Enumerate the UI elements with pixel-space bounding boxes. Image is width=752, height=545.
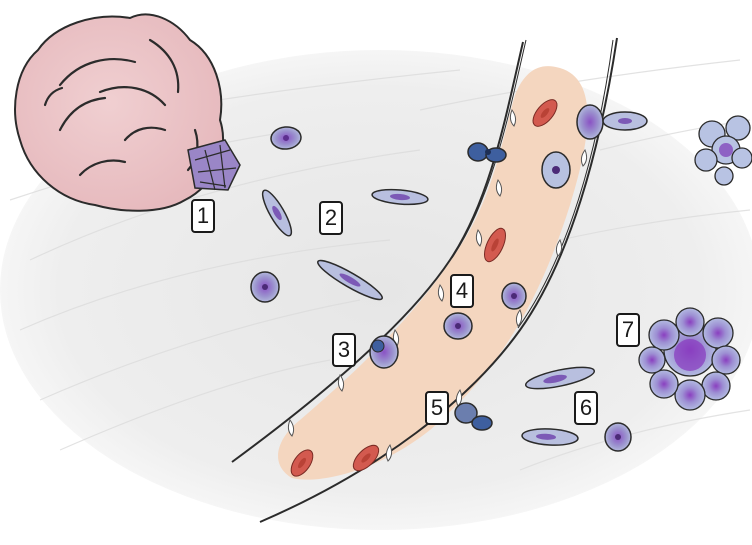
step-label-4: 4 [450,274,474,308]
step-label-7: 7 [616,313,640,347]
step-label-1: 1 [191,199,215,233]
step-label-2: 2 [319,201,343,235]
step-label-3: 3 [332,333,356,367]
step-label-6: 6 [574,391,598,425]
step-label-5: 5 [425,391,449,425]
primary-tumor [15,14,240,210]
secondary-tumor-large [639,308,740,410]
